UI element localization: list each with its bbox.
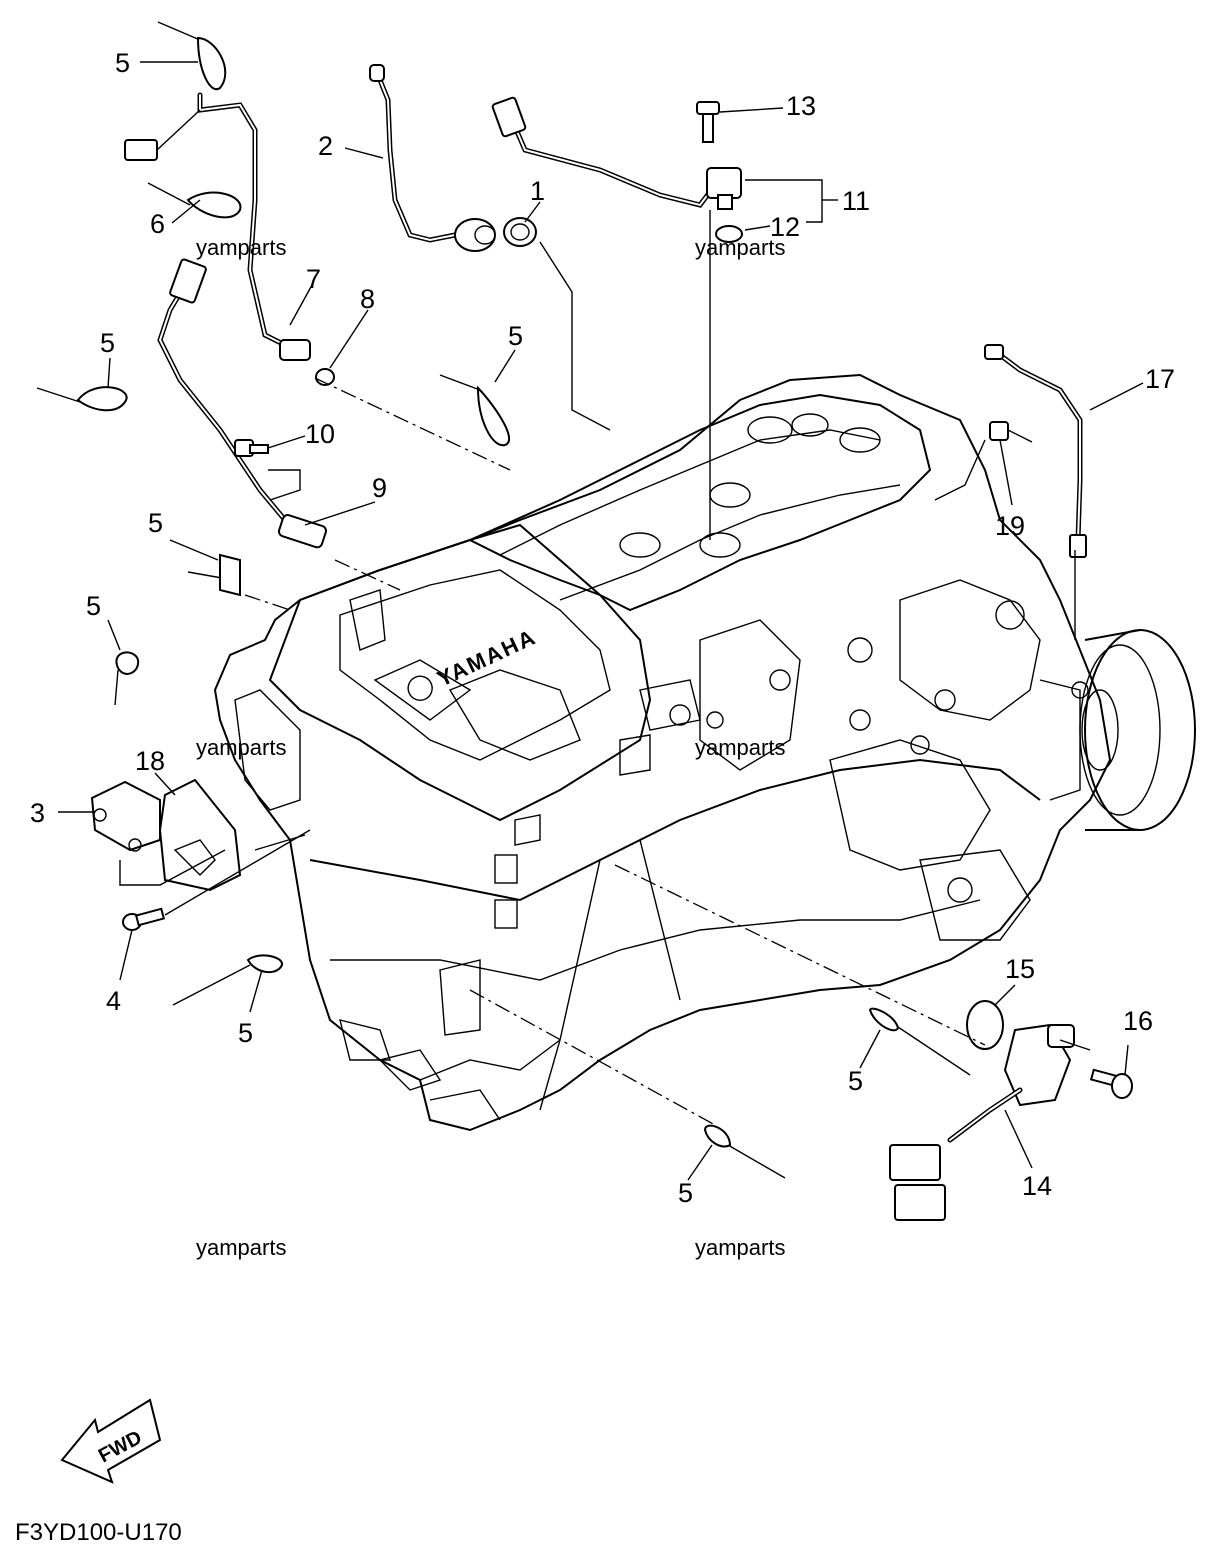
callout-11: 11 [842, 186, 870, 216]
callout-12: 12 [770, 212, 800, 242]
cable-tie-5f [172, 954, 283, 1006]
callout-14: 14 [1022, 1171, 1052, 1201]
callout-1: 1 [530, 176, 545, 206]
callout-5: 5 [86, 591, 101, 621]
callout-3: 3 [30, 798, 45, 828]
part-2-sensor-lead [369, 64, 496, 252]
fwd-label: FWD [95, 1427, 146, 1468]
callout-17: 17 [1145, 364, 1175, 394]
part-19-clip [989, 421, 1033, 443]
callout-5: 5 [508, 321, 523, 351]
part-15-o-ring [966, 1000, 1004, 1050]
cable-ties [36, 21, 971, 1179]
callout-5: 5 [115, 48, 130, 78]
part-1-sensor [503, 217, 537, 247]
cable-tie-5b [36, 386, 128, 412]
watermark: yamparts [695, 1235, 785, 1260]
part-13-screw [696, 101, 720, 143]
watermark: yamparts [196, 235, 286, 260]
callout-9: 9 [372, 473, 387, 503]
callout-13: 13 [786, 91, 816, 121]
cable-tie-6 [147, 182, 242, 219]
callout-8: 8 [360, 284, 375, 314]
cable-tie-5c [439, 374, 511, 447]
part-9-sensor-lead [157, 258, 327, 549]
part-7-sensor-lead [124, 92, 311, 361]
yamaha-logo: YAMAHA [407, 624, 540, 701]
callout-5: 5 [848, 1066, 863, 1096]
part-4-screw [122, 907, 166, 931]
callout-2: 2 [318, 131, 333, 161]
leader-lines [58, 61, 1144, 1181]
assembly-lines [119, 210, 1091, 1126]
cable-tie-5a [157, 21, 227, 91]
part-11-sensor-assy [491, 96, 742, 210]
callout-15: 15 [1005, 954, 1035, 984]
callout-5: 5 [678, 1178, 693, 1208]
callout-6: 6 [150, 209, 165, 239]
callout-5: 5 [148, 508, 163, 538]
callout-5: 5 [100, 328, 115, 358]
callout-4: 4 [106, 986, 121, 1016]
callout-7: 7 [306, 264, 321, 294]
watermark: yamparts [695, 735, 785, 760]
callout-16: 16 [1123, 1006, 1153, 1036]
watermark: yamparts [695, 235, 785, 260]
part-17-sensor-lead [984, 344, 1087, 558]
callout-labels: 5 6 2 7 8 1 5 5 10 9 5 5 18 3 4 5 13 11 … [30, 48, 1175, 1208]
cable-tie-5h [703, 1124, 786, 1179]
part-10-bolt [234, 439, 269, 457]
callout-5: 5 [238, 1018, 253, 1048]
cable-tie-5d [187, 553, 241, 597]
diagram-code: F3YD100-U170 [15, 1519, 182, 1546]
cable-tie-5e [114, 651, 140, 706]
callout-19: 19 [995, 511, 1025, 541]
part-12-o-ring [715, 225, 743, 243]
cable-tie-5g [868, 1007, 971, 1076]
callout-18: 18 [135, 746, 165, 776]
callout-10: 10 [305, 419, 335, 449]
watermark: yamparts [196, 735, 286, 760]
part-3-sensor [90, 780, 161, 852]
fwd-arrow-icon: FWD [60, 1398, 162, 1484]
part-16-bolt [1089, 1068, 1133, 1099]
engine-brand-text: YAMAHA [433, 624, 540, 692]
part-14-sensor-harness [889, 1023, 1075, 1221]
watermark: yamparts [196, 1235, 286, 1260]
watermarks: yamparts yamparts yamparts yamparts yamp… [196, 235, 785, 1260]
part-18-bracket [158, 778, 242, 892]
